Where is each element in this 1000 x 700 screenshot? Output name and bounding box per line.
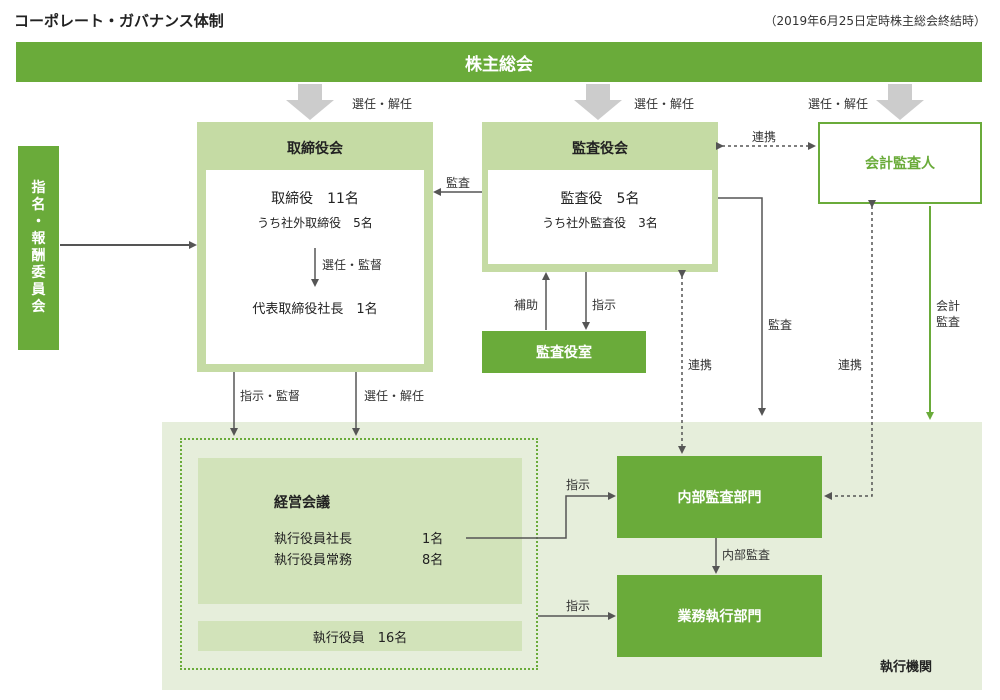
elect-dismiss-label-audit: 選任・解任 — [634, 97, 695, 111]
internal-audit-department-box: 内部監査部門 — [617, 456, 822, 538]
committee-char: 委 — [31, 265, 46, 281]
cooperate-label-internal: 連携 — [688, 358, 713, 372]
meeting-to-internal-audit-arrow — [466, 492, 616, 539]
committee-char: 名 — [31, 197, 46, 213]
elect-dismiss-label-board: 選任・解任 — [352, 97, 413, 111]
executive-organization-label: 執行機関 — [880, 660, 933, 675]
cooperate-label-top: 連携 — [752, 130, 777, 144]
date-note: （2019年6月25日定時株主総会終結時） — [764, 14, 986, 28]
page-title: コーポレート・ガバナンス体制 — [14, 12, 224, 30]
board-directors-count: 取締役 11名 — [271, 191, 359, 207]
audit-office-box: 監査役室 — [482, 331, 646, 373]
management-dotted-frame — [180, 438, 538, 670]
elect-dismiss-label-accounting: 選任・解任 — [808, 97, 869, 111]
assist-label: 補助 — [514, 298, 539, 312]
management-meeting-box — [198, 458, 522, 604]
committee-char: ・ — [31, 214, 46, 230]
internal-audit-label: 内部監査 — [722, 548, 771, 562]
accounting-auditor-box: 会計監査人 — [818, 122, 982, 204]
committee-char: 員 — [31, 282, 46, 298]
committee-char: 指 — [31, 180, 46, 196]
cooperate-label-accounting: 連携 — [838, 358, 863, 372]
committee-char: 酬 — [31, 248, 46, 264]
audit-board-members: 監査役 5名 — [560, 191, 640, 207]
business-execution-department-box: 業務執行部門 — [617, 575, 822, 657]
nomination-remuneration-committee: 指 名 ・ 報 酬 委 員 会 — [18, 146, 59, 350]
instruct-label-business: 指示 — [566, 599, 591, 613]
instruct-supervise-label: 指示・監督 — [240, 389, 301, 403]
cooperate-dashed-accounting-internal — [824, 200, 876, 500]
audit-label-board: 監査 — [446, 176, 471, 190]
board-president: 代表取締役社長 1名 — [252, 302, 378, 317]
audit-label-internal: 監査 — [768, 318, 793, 332]
audit-office-instruct-label: 指示 — [592, 298, 617, 312]
board-title: 取締役会 — [287, 141, 343, 157]
audit-board-to-exec-line — [718, 197, 766, 416]
audit-board-title: 監査役会 — [572, 141, 628, 157]
president-officer-label: 執行役員社長 — [274, 532, 353, 547]
gray-arrow-board — [286, 84, 334, 120]
gray-arrow-audit — [574, 84, 622, 120]
management-meeting-title: 経営会議 — [274, 495, 330, 511]
gray-arrow-accounting — [876, 84, 924, 120]
board-outside-directors: うち社外取締役 5名 — [257, 216, 373, 230]
committee-char: 報 — [31, 231, 46, 247]
shareholders-meeting-banner: 株主総会 — [16, 42, 982, 82]
managing-officer-count: 8名 — [422, 553, 444, 568]
executive-officers-box: 執行役員 16名 — [198, 621, 522, 651]
elect-supervise-label: 選任・監督 — [322, 258, 383, 272]
elect-dismiss-label-exec: 選任・解任 — [364, 389, 425, 403]
committee-char: 会 — [31, 299, 46, 315]
instruct-label-internal: 指示 — [566, 478, 591, 492]
accounting-audit-label: 会計監査 — [936, 299, 961, 329]
president-officer-count: 1名 — [422, 532, 444, 547]
audit-board-outside-members: うち社外監査役 3名 — [542, 216, 658, 230]
audit-board-inner-panel — [488, 170, 712, 264]
managing-officer-label: 執行役員常務 — [274, 553, 353, 568]
